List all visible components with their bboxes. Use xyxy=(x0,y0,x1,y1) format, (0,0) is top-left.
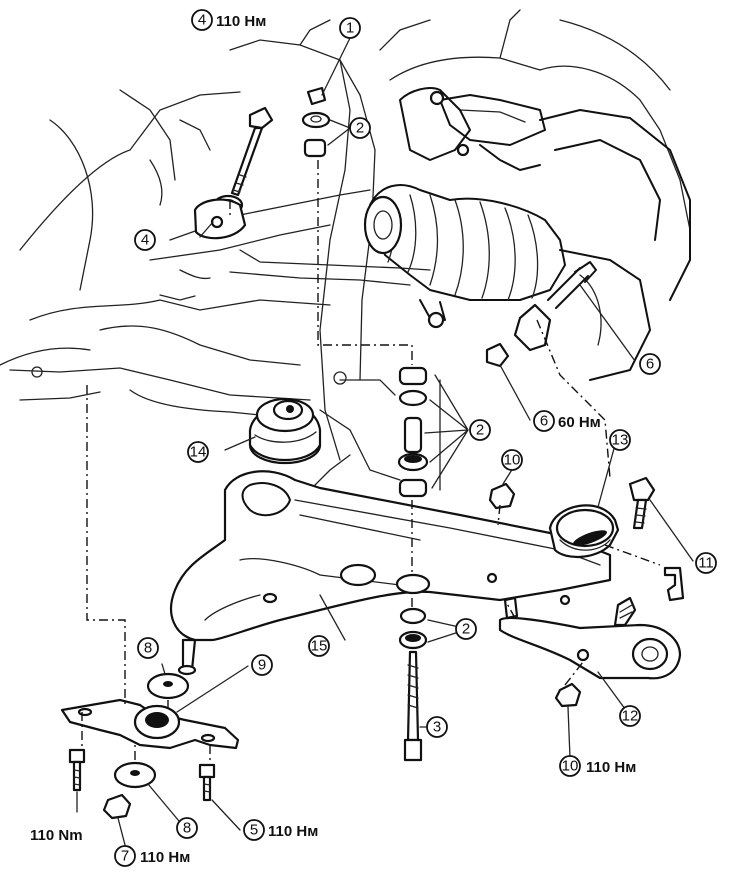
callout-4-top: 4 xyxy=(191,9,213,31)
svg-text:7: 7 xyxy=(121,848,129,865)
svg-text:10: 10 xyxy=(504,452,521,469)
callout-15: 15 xyxy=(308,635,330,657)
svg-text:2: 2 xyxy=(476,422,484,439)
svg-text:4: 4 xyxy=(141,232,149,249)
leader-lines xyxy=(76,37,694,846)
svg-text:8: 8 xyxy=(144,640,152,657)
svg-text:13: 13 xyxy=(612,432,629,449)
torque-label-6: 60 Нм xyxy=(558,414,601,431)
svg-text:4: 4 xyxy=(198,12,206,29)
torque-label-10: 110 Нм xyxy=(586,759,636,776)
svg-text:15: 15 xyxy=(311,638,328,655)
callout-13: 13 xyxy=(609,429,631,451)
callout-9: 9 xyxy=(251,654,273,676)
torque-label-bolt: 110 Nm xyxy=(30,827,83,844)
callout-4: 4 xyxy=(134,229,156,251)
svg-text:1: 1 xyxy=(346,20,354,37)
bolt-4 xyxy=(193,106,274,240)
callout-6-torque: 6 xyxy=(533,410,555,432)
svg-text:12: 12 xyxy=(622,708,639,725)
callout-7: 7 xyxy=(114,845,136,867)
stabilizer-link-parts xyxy=(301,86,429,762)
svg-text:5: 5 xyxy=(250,822,258,839)
callout-8-bottom: 8 xyxy=(176,817,198,839)
lower-control-arm xyxy=(170,470,612,676)
body-structure xyxy=(0,9,691,501)
svg-text:9: 9 xyxy=(258,657,266,674)
tie-rod-end xyxy=(485,261,597,368)
svg-text:2: 2 xyxy=(356,120,364,137)
assembly-lines xyxy=(81,160,661,763)
callout-11: 11 xyxy=(695,552,717,574)
callout-2-mid: 2 xyxy=(469,419,491,441)
svg-text:6: 6 xyxy=(540,413,548,430)
torque-label-5: 110 Нм xyxy=(268,823,318,840)
callout-5: 5 xyxy=(243,819,265,841)
rear-bushing-bracket xyxy=(60,672,240,820)
bushing-14 xyxy=(248,397,322,465)
torque-label-4: 110 Нм xyxy=(216,13,266,30)
callout-14: 14 xyxy=(187,441,209,463)
bushing-13-and-bolt-11 xyxy=(548,476,685,602)
svg-text:8: 8 xyxy=(183,820,191,837)
svg-text:3: 3 xyxy=(433,719,441,736)
callout-3: 3 xyxy=(426,716,448,738)
callout-2-low: 2 xyxy=(455,618,477,640)
svg-text:10: 10 xyxy=(562,758,579,775)
svg-text:11: 11 xyxy=(698,555,714,572)
svg-text:6: 6 xyxy=(646,356,654,373)
callout-2-top: 2 xyxy=(349,117,371,139)
callout-10-bottom: 10 xyxy=(559,755,581,777)
callout-6: 6 xyxy=(639,353,661,375)
driveshaft-and-caliper xyxy=(363,87,691,381)
callout-1: 1 xyxy=(339,17,361,39)
svg-text:2: 2 xyxy=(462,621,470,638)
ball-joint-12 xyxy=(488,482,682,708)
svg-text:14: 14 xyxy=(190,444,207,461)
callout-12: 12 xyxy=(619,705,641,727)
callout-10-top: 10 xyxy=(501,449,523,471)
torque-label-7: 110 Нм xyxy=(140,849,190,866)
callout-8-top: 8 xyxy=(137,637,159,659)
